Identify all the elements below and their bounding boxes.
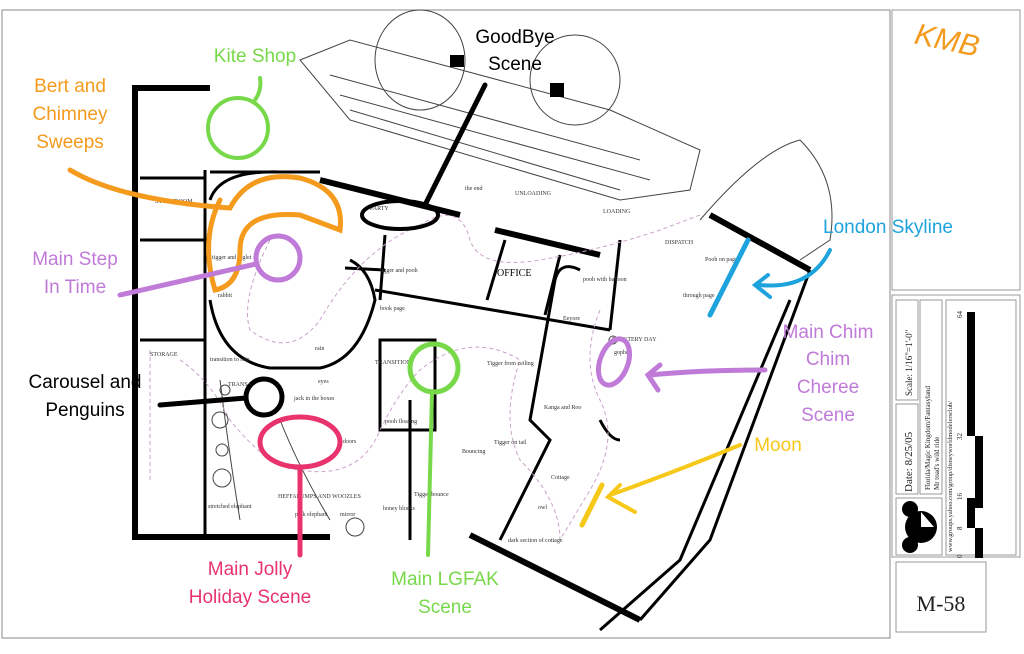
label-dispatch: DISPATCH bbox=[665, 240, 694, 246]
label-jack-in-boxes: jack in the boxes bbox=[293, 396, 335, 402]
label-dark-cottage: dark section of cottage bbox=[508, 537, 563, 544]
annotation-moon: Moon bbox=[754, 435, 802, 456]
label-trans: TRANS bbox=[228, 382, 248, 388]
label-doors: doors bbox=[343, 439, 357, 445]
scale-bar: 0 8 16 32 64 bbox=[956, 311, 983, 558]
label-gopher: gopher bbox=[614, 350, 631, 356]
scale-field: Scale: 1/16"=1'-0" bbox=[904, 329, 914, 396]
label-party: PARTY bbox=[370, 206, 389, 212]
label-the-end: the end bbox=[465, 186, 483, 192]
annotation-labels: Kite Shop Bert and Chimney Sweeps GoodBy… bbox=[28, 18, 982, 618]
scale-tick: 0 bbox=[956, 554, 964, 558]
annotation-chim-chim: Main Chim bbox=[783, 322, 874, 343]
label-book-page: book page bbox=[380, 306, 405, 312]
label-cottage: Cottage bbox=[551, 475, 570, 481]
label-storage: STORAGE bbox=[150, 352, 178, 358]
label-tigger-ceiling: Tigger from ceiling bbox=[487, 360, 534, 367]
label-bouncing: Bouncing bbox=[462, 449, 485, 455]
annotation-jolly-holiday: Holiday Scene bbox=[189, 587, 312, 608]
label-rabbit: rabbit bbox=[218, 293, 232, 299]
annotation-bert: Bert and bbox=[34, 76, 106, 97]
label-owl: owl bbox=[538, 505, 547, 511]
annotation-goodbye: GoodBye bbox=[475, 27, 554, 48]
annotation-lgfak: Main LGFAK bbox=[391, 569, 499, 590]
label-mirror: mirror bbox=[340, 512, 355, 518]
annotation-step-in-time: Main Step bbox=[32, 249, 118, 270]
label-heffalumps: HEFFALUMPS AND WOOZLES bbox=[278, 494, 361, 500]
annotation-kite-shop: Kite Shop bbox=[214, 46, 296, 67]
label-office: OFFICE bbox=[497, 268, 531, 279]
label-eyes: eyes bbox=[318, 379, 329, 385]
annotation-bert: Sweeps bbox=[36, 132, 104, 153]
label-transition-rain: transition to rain bbox=[210, 357, 250, 363]
label-tigger-piglet: tigger and piglet bbox=[212, 255, 252, 261]
label-transition: TRANSITION bbox=[375, 360, 412, 366]
date-field: Date: 8/25/05 bbox=[903, 431, 915, 492]
kite-shop-circle bbox=[206, 96, 270, 160]
label-rain: rain bbox=[315, 346, 324, 352]
label-blustery-day: BLUSTERY DAY bbox=[612, 337, 657, 343]
label-eeyore: Eeyore bbox=[563, 316, 580, 322]
label-tigger-pooh: tigger and pooh bbox=[380, 268, 418, 274]
plan-drawing: STOCKROOM PARTY the end UNLOADING LOADIN… bbox=[132, 9, 833, 632]
annotation-bert: Chimney bbox=[33, 104, 108, 125]
annotation-step-in-time: In Time bbox=[44, 277, 106, 298]
scale-tick: 16 bbox=[956, 493, 964, 501]
label-through-page: through page bbox=[683, 293, 715, 299]
initials-kmb: KMB bbox=[912, 18, 982, 64]
annotation-london-skyline: London Skyline bbox=[823, 217, 953, 238]
ride-field: Mr toad's wild ride bbox=[933, 437, 941, 490]
title-block: Date: 8/25/05 Scale: 1/16"=1'-0" Florida… bbox=[891, 9, 1021, 633]
annotation-lgfak: Scene bbox=[418, 597, 472, 618]
location-field: Florida/Magic Kingdom/Fantasyland bbox=[924, 385, 932, 490]
label-tigger-tail: Tigger on tail bbox=[494, 440, 527, 446]
sheet-number: M-58 bbox=[917, 591, 966, 616]
annotation-goodbye: Scene bbox=[488, 54, 542, 75]
annotation-chim-chim: Cheree bbox=[797, 377, 859, 398]
scale-tick: 64 bbox=[956, 311, 964, 319]
label-pooh-on-page: Pooh on page bbox=[705, 257, 738, 263]
annotation-chim-chim: Scene bbox=[801, 405, 855, 426]
annotation-carousel: Carousel and bbox=[28, 372, 141, 393]
label-kanga-roo: Kanga and Roo bbox=[544, 405, 581, 411]
annotation-chim-chim: Chim bbox=[806, 349, 850, 370]
label-stretched-elephant: stretched elephant bbox=[208, 504, 252, 510]
mickey-logo-icon bbox=[902, 501, 937, 553]
scale-tick: 32 bbox=[956, 433, 964, 441]
label-unloading: UNLOADING bbox=[515, 191, 552, 197]
label-pink-elephant: pink elephant bbox=[295, 512, 328, 518]
label-pooh-balloon: pooh with balloon bbox=[583, 277, 627, 283]
url-field: www.groups.yahoo.com/group/disneyworldmo… bbox=[947, 401, 954, 552]
annotation-carousel: Penguins bbox=[45, 400, 124, 421]
label-pooh-floating: pooh floating bbox=[385, 418, 417, 425]
annotation-marks bbox=[67, 76, 832, 558]
sheet-border bbox=[1, 9, 891, 639]
scale-tick: 8 bbox=[956, 526, 964, 530]
label-loading: LOADING bbox=[603, 209, 631, 215]
annotation-jolly-holiday: Main Jolly bbox=[208, 559, 293, 580]
label-honey-blocks: honey blocks bbox=[383, 506, 415, 512]
